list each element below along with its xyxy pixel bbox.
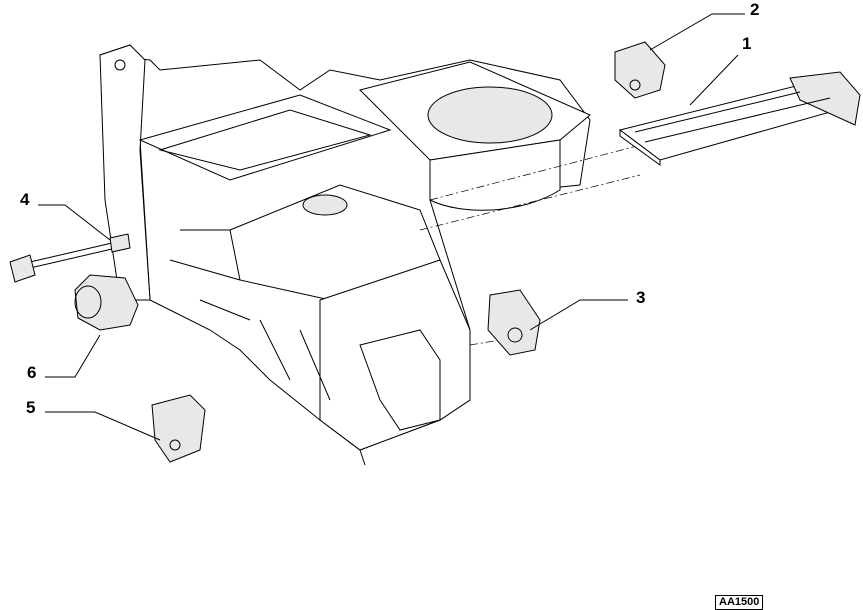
callout-6: 6 — [27, 363, 37, 382]
callout-1: 1 — [742, 34, 752, 53]
callout-5: 5 — [26, 398, 36, 417]
sensor-4 — [9, 233, 131, 283]
leader-lines — [38, 13, 745, 441]
actuator-6 — [74, 274, 139, 331]
actuator-2 — [614, 41, 666, 99]
heater-housing — [99, 44, 661, 466]
callout-3: 3 — [636, 288, 646, 307]
reference-code: AA1500 — [715, 595, 764, 610]
actuator-5 — [151, 394, 206, 463]
actuator-3 — [487, 289, 541, 356]
callout-2: 2 — [750, 0, 760, 19]
callout-4: 4 — [20, 190, 30, 209]
heater-core — [618, 71, 861, 166]
